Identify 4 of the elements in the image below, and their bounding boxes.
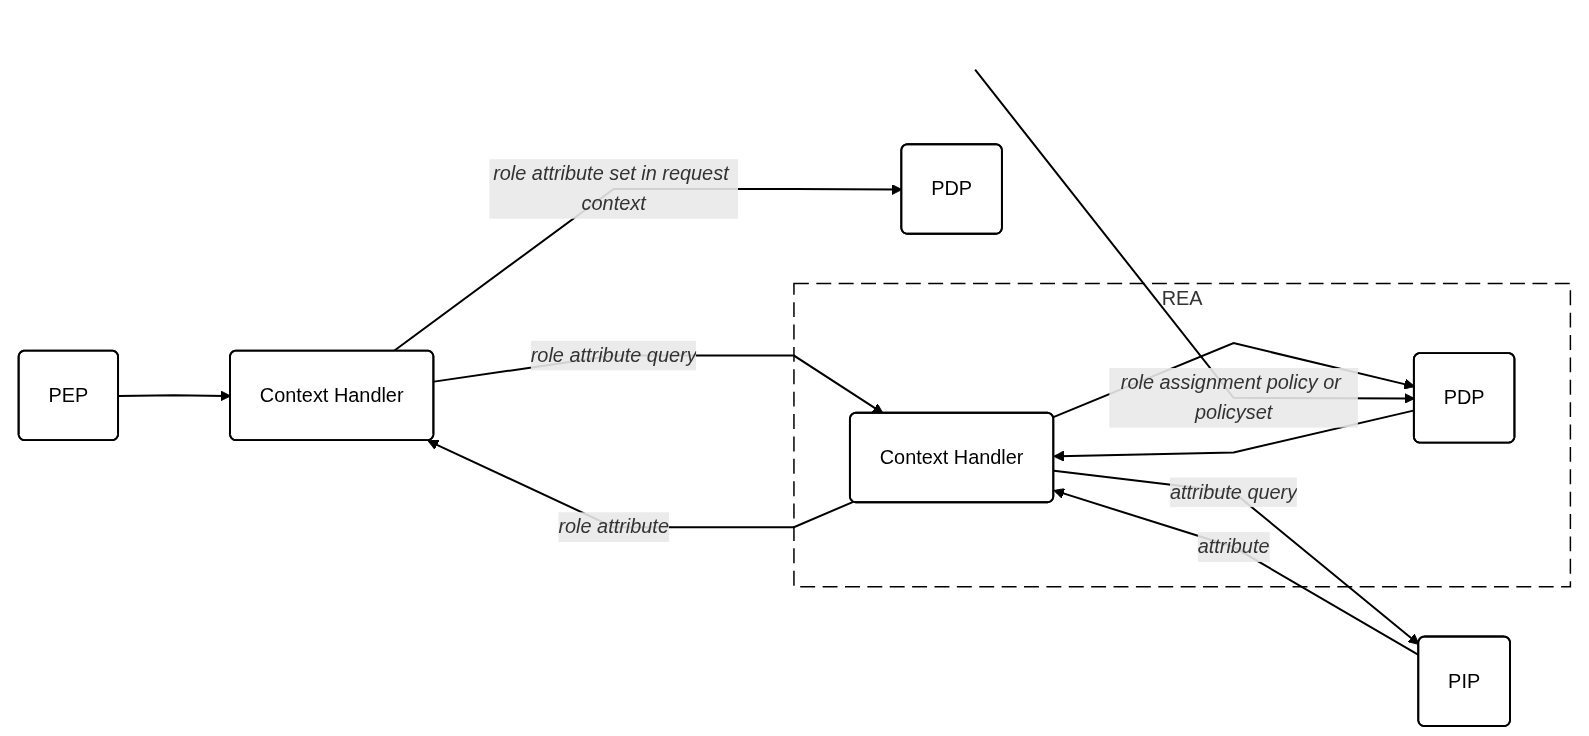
edge-label: role attribute set in request context bbox=[493, 162, 729, 214]
edge-label: role attribute bbox=[558, 515, 669, 538]
edge-label: attribute bbox=[1197, 535, 1270, 557]
edge-label: role assignment policy or policyset bbox=[1120, 371, 1341, 423]
